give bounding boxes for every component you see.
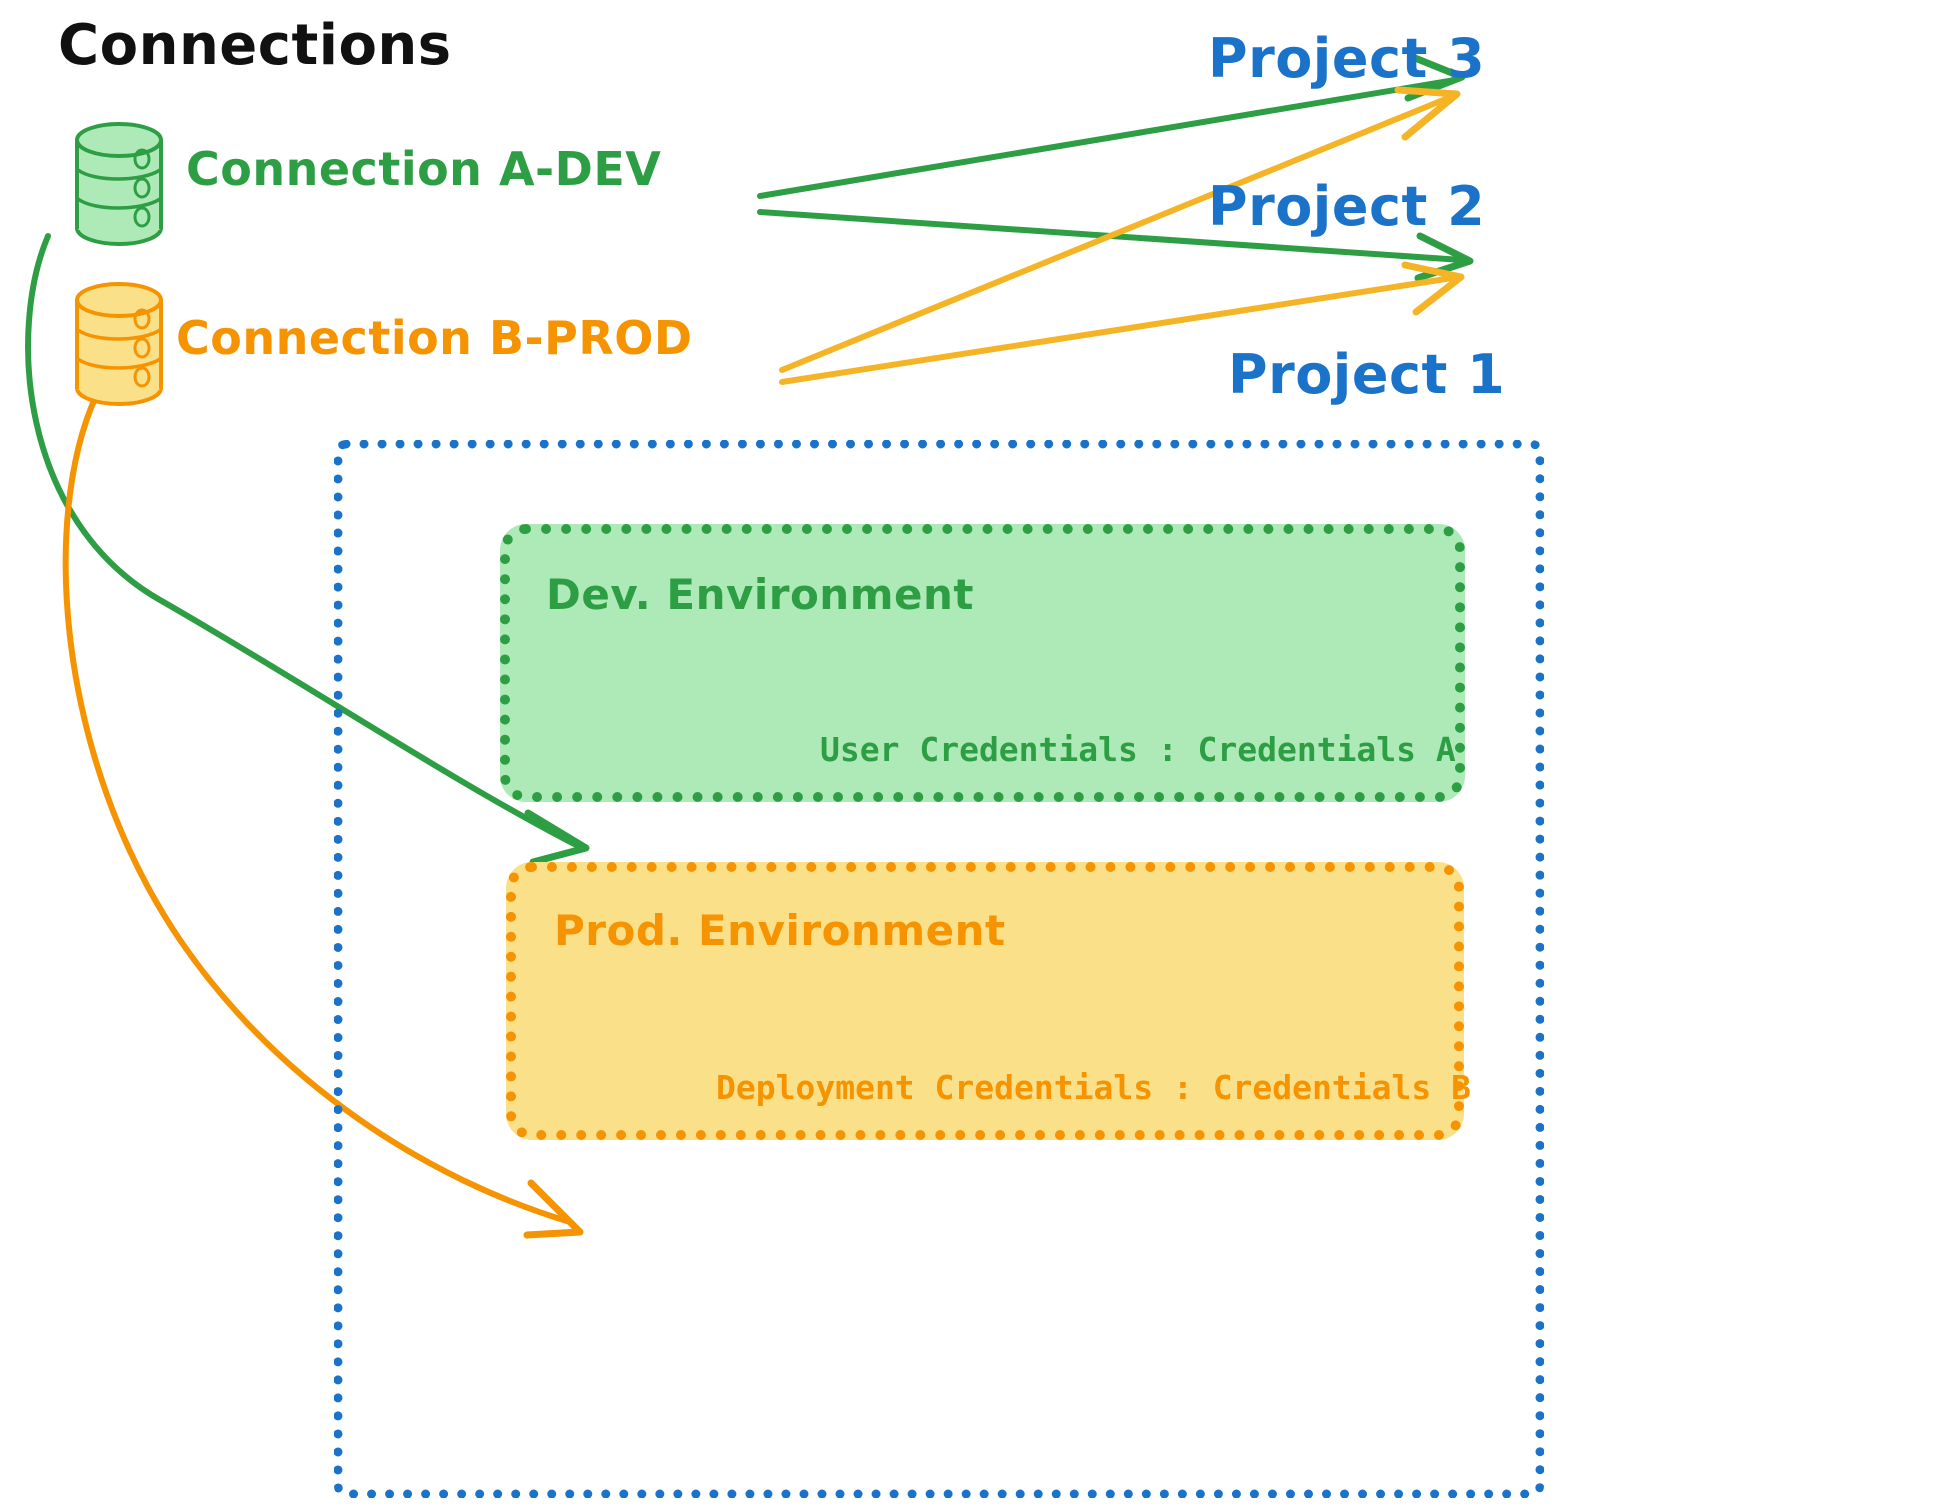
database-cylinder-icon	[64, 278, 174, 422]
prod-environment-title: Prod. Environment	[554, 906, 1006, 955]
prod-environment-credentials: Deployment Credentials : Credentials B	[716, 1068, 1471, 1107]
project-3-label: Project 3	[1208, 27, 1486, 90]
project-2-label: Project 2	[1208, 175, 1486, 238]
dev-environment-credentials: User Credentials : Credentials A	[820, 730, 1456, 769]
connection-a-dev-label: Connection A-DEV	[186, 142, 662, 196]
dev-environment-box: Dev. Environment User Credentials : Cred…	[500, 524, 1465, 802]
project-1-label: Project 1	[1228, 343, 1506, 406]
dev-environment-title: Dev. Environment	[546, 570, 974, 619]
connection-b-prod-label: Connection B-PROD	[176, 311, 693, 365]
page-title: Connections	[58, 13, 452, 78]
database-cylinder-icon	[64, 118, 174, 262]
project-1-container	[334, 440, 1544, 1498]
prod-environment-box: Prod. Environment Deployment Credentials…	[506, 862, 1471, 1140]
